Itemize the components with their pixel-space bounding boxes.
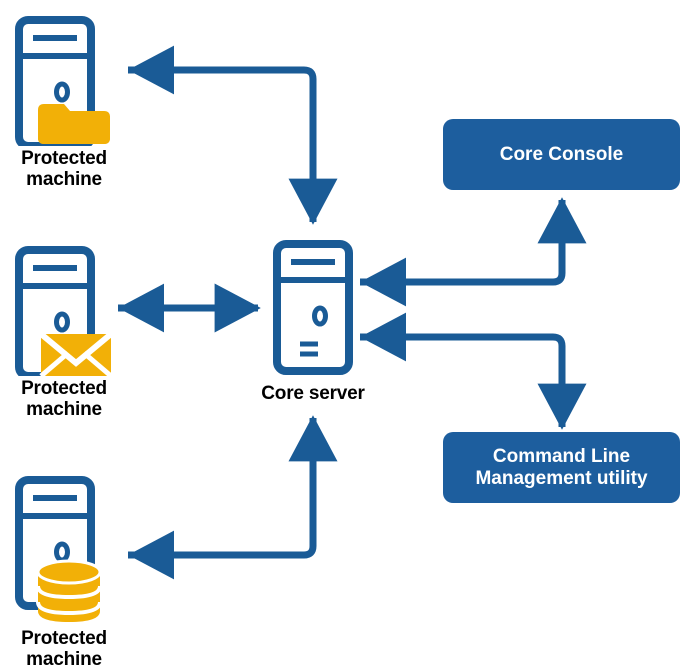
protected-machine-database-label: Protected machine xyxy=(21,628,107,670)
connector-core-to-database-machine xyxy=(127,415,338,580)
connector-core-to-command-line-utility xyxy=(359,312,587,430)
core-server-label: Core server xyxy=(261,383,365,404)
protected-machine-files-icon xyxy=(8,16,118,150)
protected-machine-mail-label: Protected machine xyxy=(21,378,107,420)
connector-core-to-core-console xyxy=(359,197,587,307)
core-server-icon xyxy=(272,240,354,375)
command-line-utility-box[interactable]: Command Line Management utility xyxy=(443,432,680,503)
protected-machine-mail-icon xyxy=(8,246,118,380)
core-console-box[interactable]: Core Console xyxy=(443,119,680,190)
protected-machine-files-label: Protected machine xyxy=(21,148,107,190)
protected-machine-database-icon xyxy=(8,476,128,626)
connector-core-to-files-machine xyxy=(127,45,338,225)
